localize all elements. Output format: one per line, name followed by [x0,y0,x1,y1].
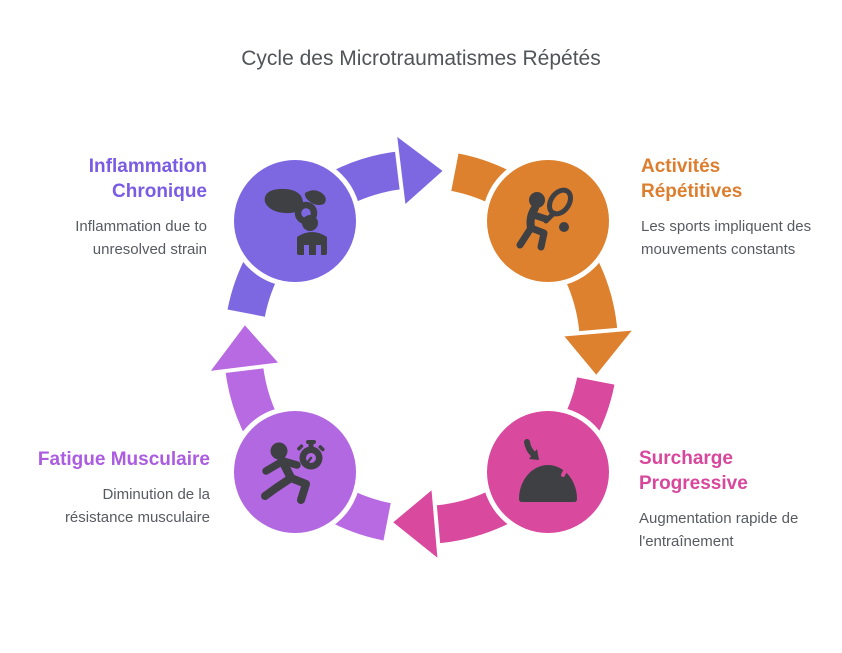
node-description-line: mouvements constants [641,241,796,258]
node-label-activites-repetitives: Activités Répétitives Les sports impliqu… [641,154,836,261]
node-description: Diminution de la résistance musculaire [0,483,210,529]
node-title: Surcharge Progressive [639,446,839,496]
arrow-activites-to-surcharge-icon [558,326,639,380]
node-title-line: Surcharge [639,448,733,469]
overload-icon [519,439,577,502]
node-description-line: résistance musculaire [64,509,210,526]
node-title-line: Progressive [639,473,748,494]
node-label-fatigue-musculaire: Fatigue Musculaire Diminution de la rési… [0,447,210,529]
node-description: Inflammation due to unresolved strain [7,215,207,261]
node-description-line: Les sports impliquent des [641,218,812,235]
node-description-line: l'entraînement [639,533,734,550]
diagram-title: Cycle des Microtraumatismes Répétés [241,47,601,70]
arrow-inflammation-to-activites-icon [392,130,448,210]
tennis-player-icon [516,187,573,251]
node-title-line: Inflammation [88,156,207,177]
node-title-line: Fatigue Musculaire [37,449,210,470]
arrow-fatigue-to-inflammation-icon [204,320,284,376]
node-title-line: Chronique [112,181,207,202]
node-title-line: Activités [641,156,721,177]
node-description-line: Augmentation rapide de [639,510,799,527]
runner-stopwatch-icon [261,440,325,504]
node-title: Fatigue Musculaire [0,447,210,472]
node-description-line: unresolved strain [92,241,207,258]
massage-icon [264,188,327,255]
arrow-surcharge-to-fatigue-icon [388,484,442,565]
node-title: Activités Répétitives [641,154,836,204]
node-description: Augmentation rapide de l'entraînement [639,507,839,553]
node-title-line: Répétitives [641,181,743,202]
node-label-surcharge-progressive: Surcharge Progressive Augmentation rapid… [639,446,839,553]
node-circle-fatigue-musculaire [229,406,361,538]
node-description: Les sports impliquent des mouvements con… [641,215,836,261]
node-circle-inflammation-chronique [229,155,361,287]
node-label-inflammation-chronique: Inflammation Chronique Inflammation due … [7,154,207,261]
node-title: Inflammation Chronique [7,154,207,204]
node-description-line: Inflammation due to [75,218,207,235]
node-description-line: Diminution de la [102,486,210,503]
